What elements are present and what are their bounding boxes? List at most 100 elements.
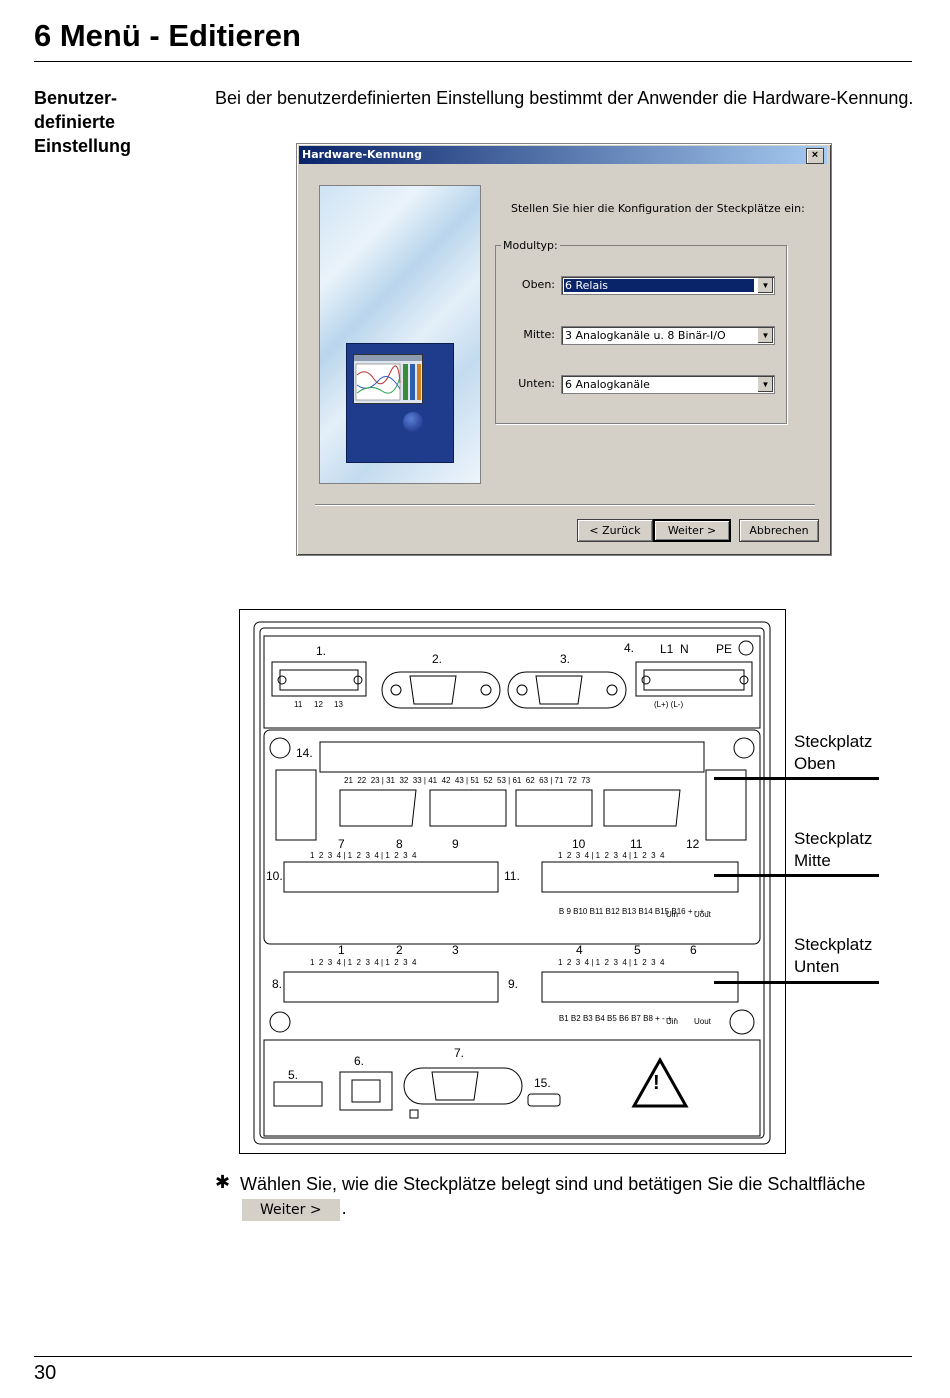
intro-text: Bei der benutzerdefinierten Einstellung …	[215, 88, 914, 108]
callout-line-oben	[714, 777, 879, 780]
warning-exclamation: !	[653, 1072, 660, 1094]
unten-select[interactable]: 6 Analogkanäle ▼	[561, 375, 775, 394]
cancel-button[interactable]: Abbrechen	[739, 519, 819, 542]
u-out-lower: Uout	[694, 1017, 711, 1026]
pin-11: 11	[294, 700, 303, 709]
callout-text: Steckplatz	[794, 935, 873, 954]
connector-8: 8.	[272, 977, 283, 991]
modultyp-group	[495, 245, 787, 424]
group-11: 11	[630, 837, 643, 851]
group-2: 2	[396, 943, 403, 957]
warning-icon	[631, 1056, 689, 1108]
connector-10: 10.	[266, 869, 283, 883]
u-in-middle: Uin	[666, 910, 679, 919]
section-label-line: definierte	[34, 112, 116, 132]
dialog-title: Hardware-Kennung	[302, 148, 422, 161]
label-15: 15.	[534, 1076, 551, 1090]
group-9: 9	[452, 837, 459, 851]
group-8: 8	[396, 837, 403, 851]
instruction-text: Wählen Sie, wie die Steckplätze belegt s…	[240, 1172, 910, 1221]
group-10: 10	[572, 837, 586, 851]
close-icon[interactable]: ×	[806, 148, 824, 164]
group-legend: Modultyp:	[501, 239, 560, 252]
label-n: N	[680, 642, 689, 656]
callout-text: Mitte	[794, 851, 831, 870]
field-label-mitte: Mitte:	[523, 328, 555, 341]
chevron-down-icon[interactable]: ▼	[757, 377, 773, 392]
label-4: 4.	[624, 641, 635, 655]
group-12: 12	[686, 837, 700, 851]
pin-row-lower-right: 1 2 3 4 | 1 2 3 4 | 1 2 3 4	[558, 958, 665, 967]
callout-text: Steckplatz	[794, 829, 873, 848]
device-rear-view: 1. 2. 3. 4. L1 N PE 11 12 13 (L+) (L-) 1…	[239, 609, 786, 1154]
instruction-end: .	[341, 1198, 347, 1218]
callout-line-mitte	[714, 874, 879, 877]
oben-select[interactable]: 6 Relais ▼	[561, 276, 775, 295]
callout-oben: Steckplatz Oben	[794, 731, 872, 775]
lower-bottom-labels: B1 B2 B3 B4 B5 B6 B7 B8 + - + -	[558, 1014, 677, 1023]
chevron-down-icon[interactable]: ▼	[757, 328, 773, 343]
slot-14-pins: 21 22 23 | 31 32 33 | 41 42 43 | 51 52 5…	[344, 776, 591, 785]
callout-unten: Steckplatz Unten	[794, 934, 872, 978]
pin-row-middle-left: 1 2 3 4 | 1 2 3 4 | 1 2 3 4	[310, 851, 417, 860]
next-button[interactable]: Weiter >	[653, 519, 731, 542]
field-label-unten: Unten:	[518, 377, 555, 390]
header-rule	[34, 61, 912, 62]
middle-bottom-labels: B 9 B10 B11 B12 B13 B14 B15 B16 + - + -	[558, 907, 710, 916]
mitte-select-value: 3 Analogkanäle u. 8 Binär-I/O	[565, 329, 726, 342]
bullet-icon: ✱	[215, 1172, 231, 1192]
device-photo	[346, 343, 454, 463]
group-3: 3	[452, 943, 459, 957]
label-l1: L1	[660, 642, 674, 656]
group-6: 6	[690, 943, 697, 957]
label-6: 6.	[354, 1054, 365, 1068]
group-4: 4	[576, 943, 583, 957]
pin-row-lower-left: 1 2 3 4 | 1 2 3 4 | 1 2 3 4	[310, 958, 417, 967]
mitte-select[interactable]: 3 Analogkanäle u. 8 Binär-I/O ▼	[561, 326, 775, 345]
connector-11: 11.	[504, 869, 520, 883]
section-label: Benutzer- definierte Einstellung	[34, 86, 194, 158]
label-7: 7.	[454, 1046, 465, 1060]
label-1: 1.	[316, 644, 327, 658]
device-illustration	[319, 185, 481, 484]
section-label-line: Einstellung	[34, 136, 132, 156]
field-label-oben: Oben:	[521, 278, 555, 291]
callout-text: Unten	[794, 957, 840, 976]
chevron-down-icon[interactable]: ▼	[757, 278, 773, 293]
hardware-dialog: Hardware-Kennung ×	[296, 143, 832, 556]
u-out-middle: Uout	[694, 910, 711, 919]
unten-select-value: 6 Analogkanäle	[565, 378, 650, 391]
chapter-title: 6 Menü - Editieren	[34, 18, 301, 53]
device-housing	[346, 343, 454, 463]
label-14: 14.	[296, 746, 313, 760]
label-2: 2.	[432, 652, 443, 666]
pin-13: 13	[334, 700, 343, 709]
section-label-line: Benutzer-	[34, 88, 118, 108]
pin-12: 12	[314, 700, 323, 709]
dialog-prompt: Stellen Sie hier die Konfiguration der S…	[511, 202, 805, 215]
callout-line-unten	[714, 981, 879, 984]
terminal-4-note: (L+) (L-)	[654, 700, 684, 709]
dialog-separator	[315, 504, 815, 505]
label-3: 3.	[560, 652, 571, 666]
pin-row-middle-right: 1 2 3 4 | 1 2 3 4 | 1 2 3 4	[558, 851, 665, 860]
u-in-lower: Uin	[666, 1017, 679, 1026]
label-5: 5.	[288, 1068, 299, 1082]
footer-rule	[34, 1356, 912, 1357]
screen-trend-graphic	[354, 355, 422, 401]
back-button[interactable]: < Zurück	[577, 519, 653, 542]
oben-select-value: 6 Relais	[565, 279, 608, 292]
group-7: 7	[338, 837, 345, 851]
group-5: 5	[634, 943, 641, 957]
dialog-titlebar: Hardware-Kennung ×	[299, 146, 827, 164]
knob-icon	[403, 412, 423, 432]
selection-highlight	[564, 279, 754, 292]
callout-mitte: Steckplatz Mitte	[794, 828, 872, 872]
callout-text: Steckplatz	[794, 732, 873, 751]
device-screen	[353, 354, 423, 404]
group-1: 1	[338, 943, 345, 957]
label-pe: PE	[716, 642, 733, 656]
instruction-body: Wählen Sie, wie die Steckplätze belegt s…	[240, 1174, 866, 1194]
weiter-button-image: Weiter >	[242, 1199, 340, 1221]
connector-9: 9.	[508, 977, 519, 991]
